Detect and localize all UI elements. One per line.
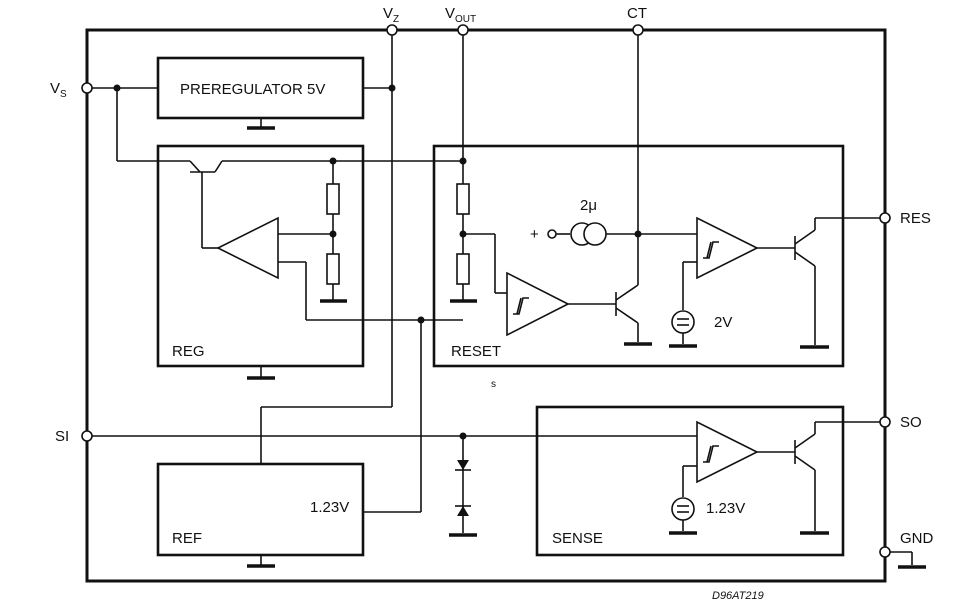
- reset-delay-transistor: [615, 284, 639, 324]
- sense-label: SENSE: [552, 530, 603, 547]
- vz-pin-label: VZ: [383, 5, 399, 25]
- vz-pin: [386, 24, 398, 36]
- so-pin-label: SO: [900, 414, 922, 431]
- reset-threshold-source-icon: [671, 310, 695, 334]
- preregulator-label: PREREGULATOR 5V: [180, 81, 325, 98]
- so-pin: [879, 416, 891, 428]
- sense-threshold-source-icon: [671, 497, 695, 521]
- vs-pin-label: VS: [50, 80, 67, 100]
- ref-voltage-label: 1.23V: [310, 499, 349, 516]
- drawing-code: D96AT219: [712, 590, 764, 602]
- reg-error-amplifier: [216, 216, 279, 280]
- reg-pass-transistor: [189, 160, 223, 181]
- sense-comparator: [696, 420, 759, 484]
- si-pin: [81, 430, 93, 442]
- ref-label: REF: [172, 530, 202, 547]
- res-pin-label: RES: [900, 210, 931, 227]
- reset-divider-resistor-bottom: [456, 253, 470, 285]
- package-outline: [85, 28, 887, 583]
- reset-divider-resistor-top: [456, 183, 470, 215]
- reset-comparator: [506, 271, 570, 337]
- vs-pin: [81, 82, 93, 94]
- vout-pin-label: VOUT: [445, 5, 476, 25]
- res-output-transistor: [794, 229, 816, 267]
- gnd-pin: [879, 546, 891, 558]
- reset-threshold-label: 2V: [714, 314, 732, 331]
- reg-divider-resistor-top: [326, 183, 340, 215]
- sense-threshold-label: 1.23V: [706, 500, 745, 517]
- res-comparator: [696, 216, 759, 280]
- vout-pin: [457, 24, 469, 36]
- stray-mark: s: [491, 379, 496, 390]
- sense-block: [535, 405, 845, 557]
- current-source-plus: +: [530, 226, 539, 243]
- so-output-transistor: [794, 433, 816, 471]
- current-source-label: 2μ: [580, 197, 597, 214]
- ct-pin: [632, 24, 644, 36]
- protection-zener-icon: [455, 460, 471, 516]
- reg-divider-resistor-bottom: [326, 253, 340, 285]
- gnd-pin-label: GND: [900, 530, 934, 547]
- res-pin: [879, 212, 891, 224]
- ct-pin-label: CT: [627, 5, 647, 22]
- si-pin-label: SI: [55, 428, 69, 445]
- reset-label: RESET: [451, 343, 501, 360]
- reg-label: REG: [172, 343, 205, 360]
